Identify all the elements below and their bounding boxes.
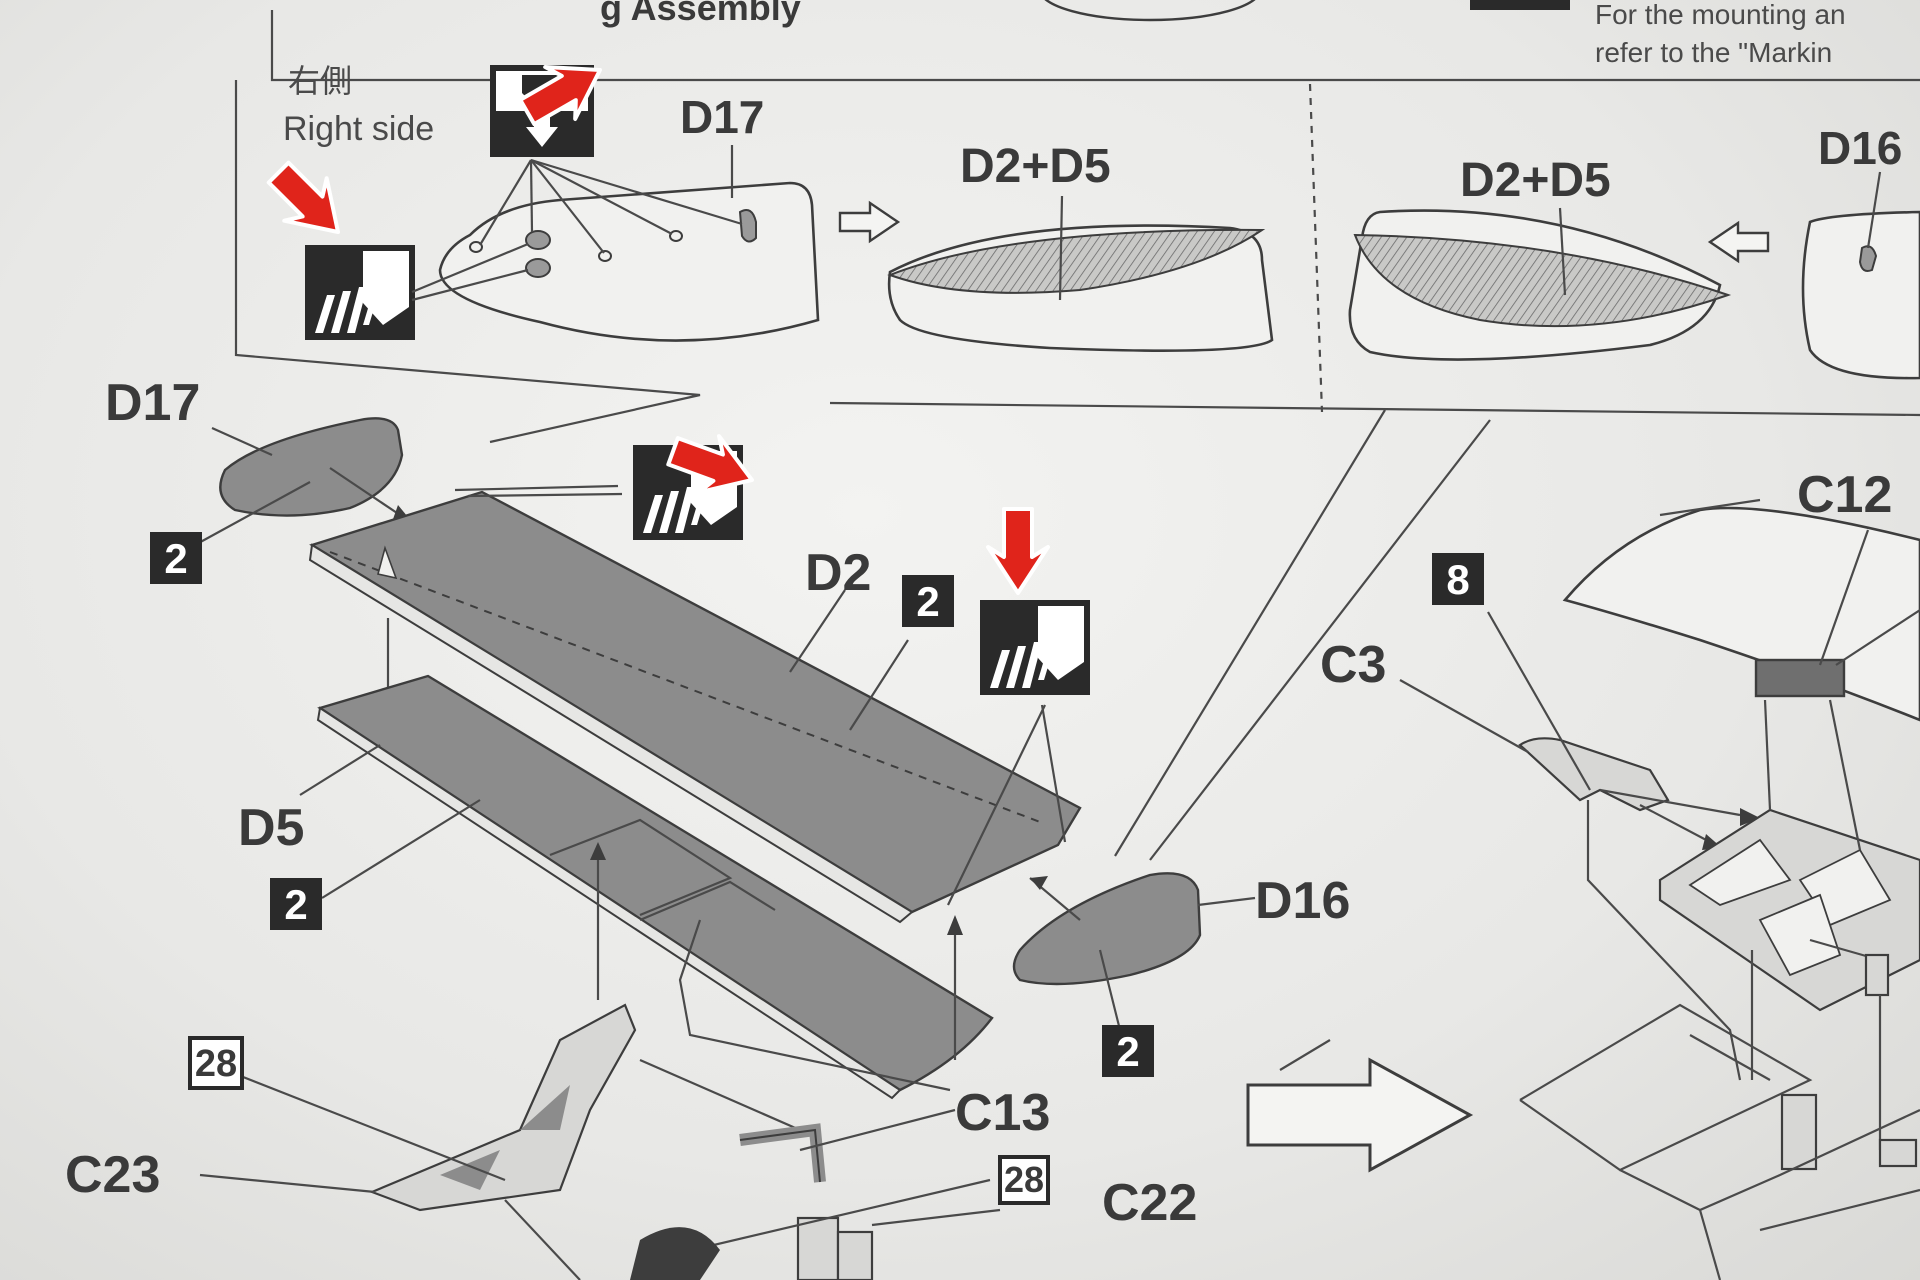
step-arrow-icon xyxy=(838,200,901,244)
badge-d5-color: 2 xyxy=(270,878,322,930)
label-c13: C13 xyxy=(955,1084,1050,1142)
inset-label-d2d5-right: D2+D5 xyxy=(1460,154,1611,207)
label-c3: C3 xyxy=(1320,636,1386,694)
top-ellipse xyxy=(1044,0,1256,22)
part-d2 xyxy=(308,484,1082,924)
inset-wing-right xyxy=(1348,207,1732,361)
label-d16: D16 xyxy=(1255,872,1350,930)
svg-text:28: 28 xyxy=(1004,1159,1044,1200)
label-d17: D17 xyxy=(105,374,200,432)
badge-d17-color: 2 xyxy=(150,532,202,584)
badge-c3-color: 8 xyxy=(1432,553,1484,605)
svg-text:2: 2 xyxy=(164,535,187,582)
badge-c23-color: 28 xyxy=(188,1036,244,1090)
inset-d16-part xyxy=(1801,171,1920,380)
label-c12: C12 xyxy=(1797,466,1892,524)
mounting-note-line1: For the mounting an xyxy=(1595,0,1846,30)
inset-label-d16: D16 xyxy=(1818,122,1902,174)
paint-cement-icon xyxy=(305,245,415,340)
inset-d17-part xyxy=(411,145,820,342)
next-step-arrow-icon xyxy=(1246,1057,1474,1173)
inset-label-d17: D17 xyxy=(680,91,764,143)
svg-text:2: 2 xyxy=(1116,1028,1139,1075)
inset-wing-left xyxy=(887,195,1274,352)
svg-text:8: 8 xyxy=(1446,556,1469,603)
inset-label-d2d5-left: D2+D5 xyxy=(960,140,1111,193)
part-d5 xyxy=(299,674,994,1100)
side-label-jp: 右側 xyxy=(288,63,352,99)
truss-frame xyxy=(1279,699,1920,1280)
part-c23 xyxy=(199,1003,801,1280)
part-c3 xyxy=(1399,611,1760,850)
label-c23: C23 xyxy=(65,1146,160,1204)
svg-text:2: 2 xyxy=(284,881,307,928)
part-c22 xyxy=(630,1178,1001,1280)
part-c13 xyxy=(739,1108,956,1183)
red-arrow-icon xyxy=(257,151,359,253)
svg-text:28: 28 xyxy=(195,1043,237,1085)
step-arrow-icon xyxy=(1707,220,1770,264)
side-label-en: Right side xyxy=(283,110,434,148)
red-arrow-icon xyxy=(986,507,1050,595)
paint-cement-icon xyxy=(980,600,1090,695)
badge-d2-color: 2 xyxy=(902,575,954,627)
label-d5: D5 xyxy=(238,799,304,857)
badge-c22-color: 28 xyxy=(998,1155,1050,1205)
section-title: g Assembly xyxy=(600,0,801,28)
detail-inset xyxy=(234,10,1920,861)
part-d16 xyxy=(1012,872,1256,1031)
part-c12 xyxy=(1562,498,1920,722)
label-c22: C22 xyxy=(1102,1174,1197,1232)
badge-d16-color: 2 xyxy=(1102,1025,1154,1077)
svg-text:2: 2 xyxy=(916,578,939,625)
mounting-note-line2: refer to the "Markin xyxy=(1595,37,1832,68)
label-d2: D2 xyxy=(805,544,871,602)
header-marker xyxy=(1470,0,1570,10)
